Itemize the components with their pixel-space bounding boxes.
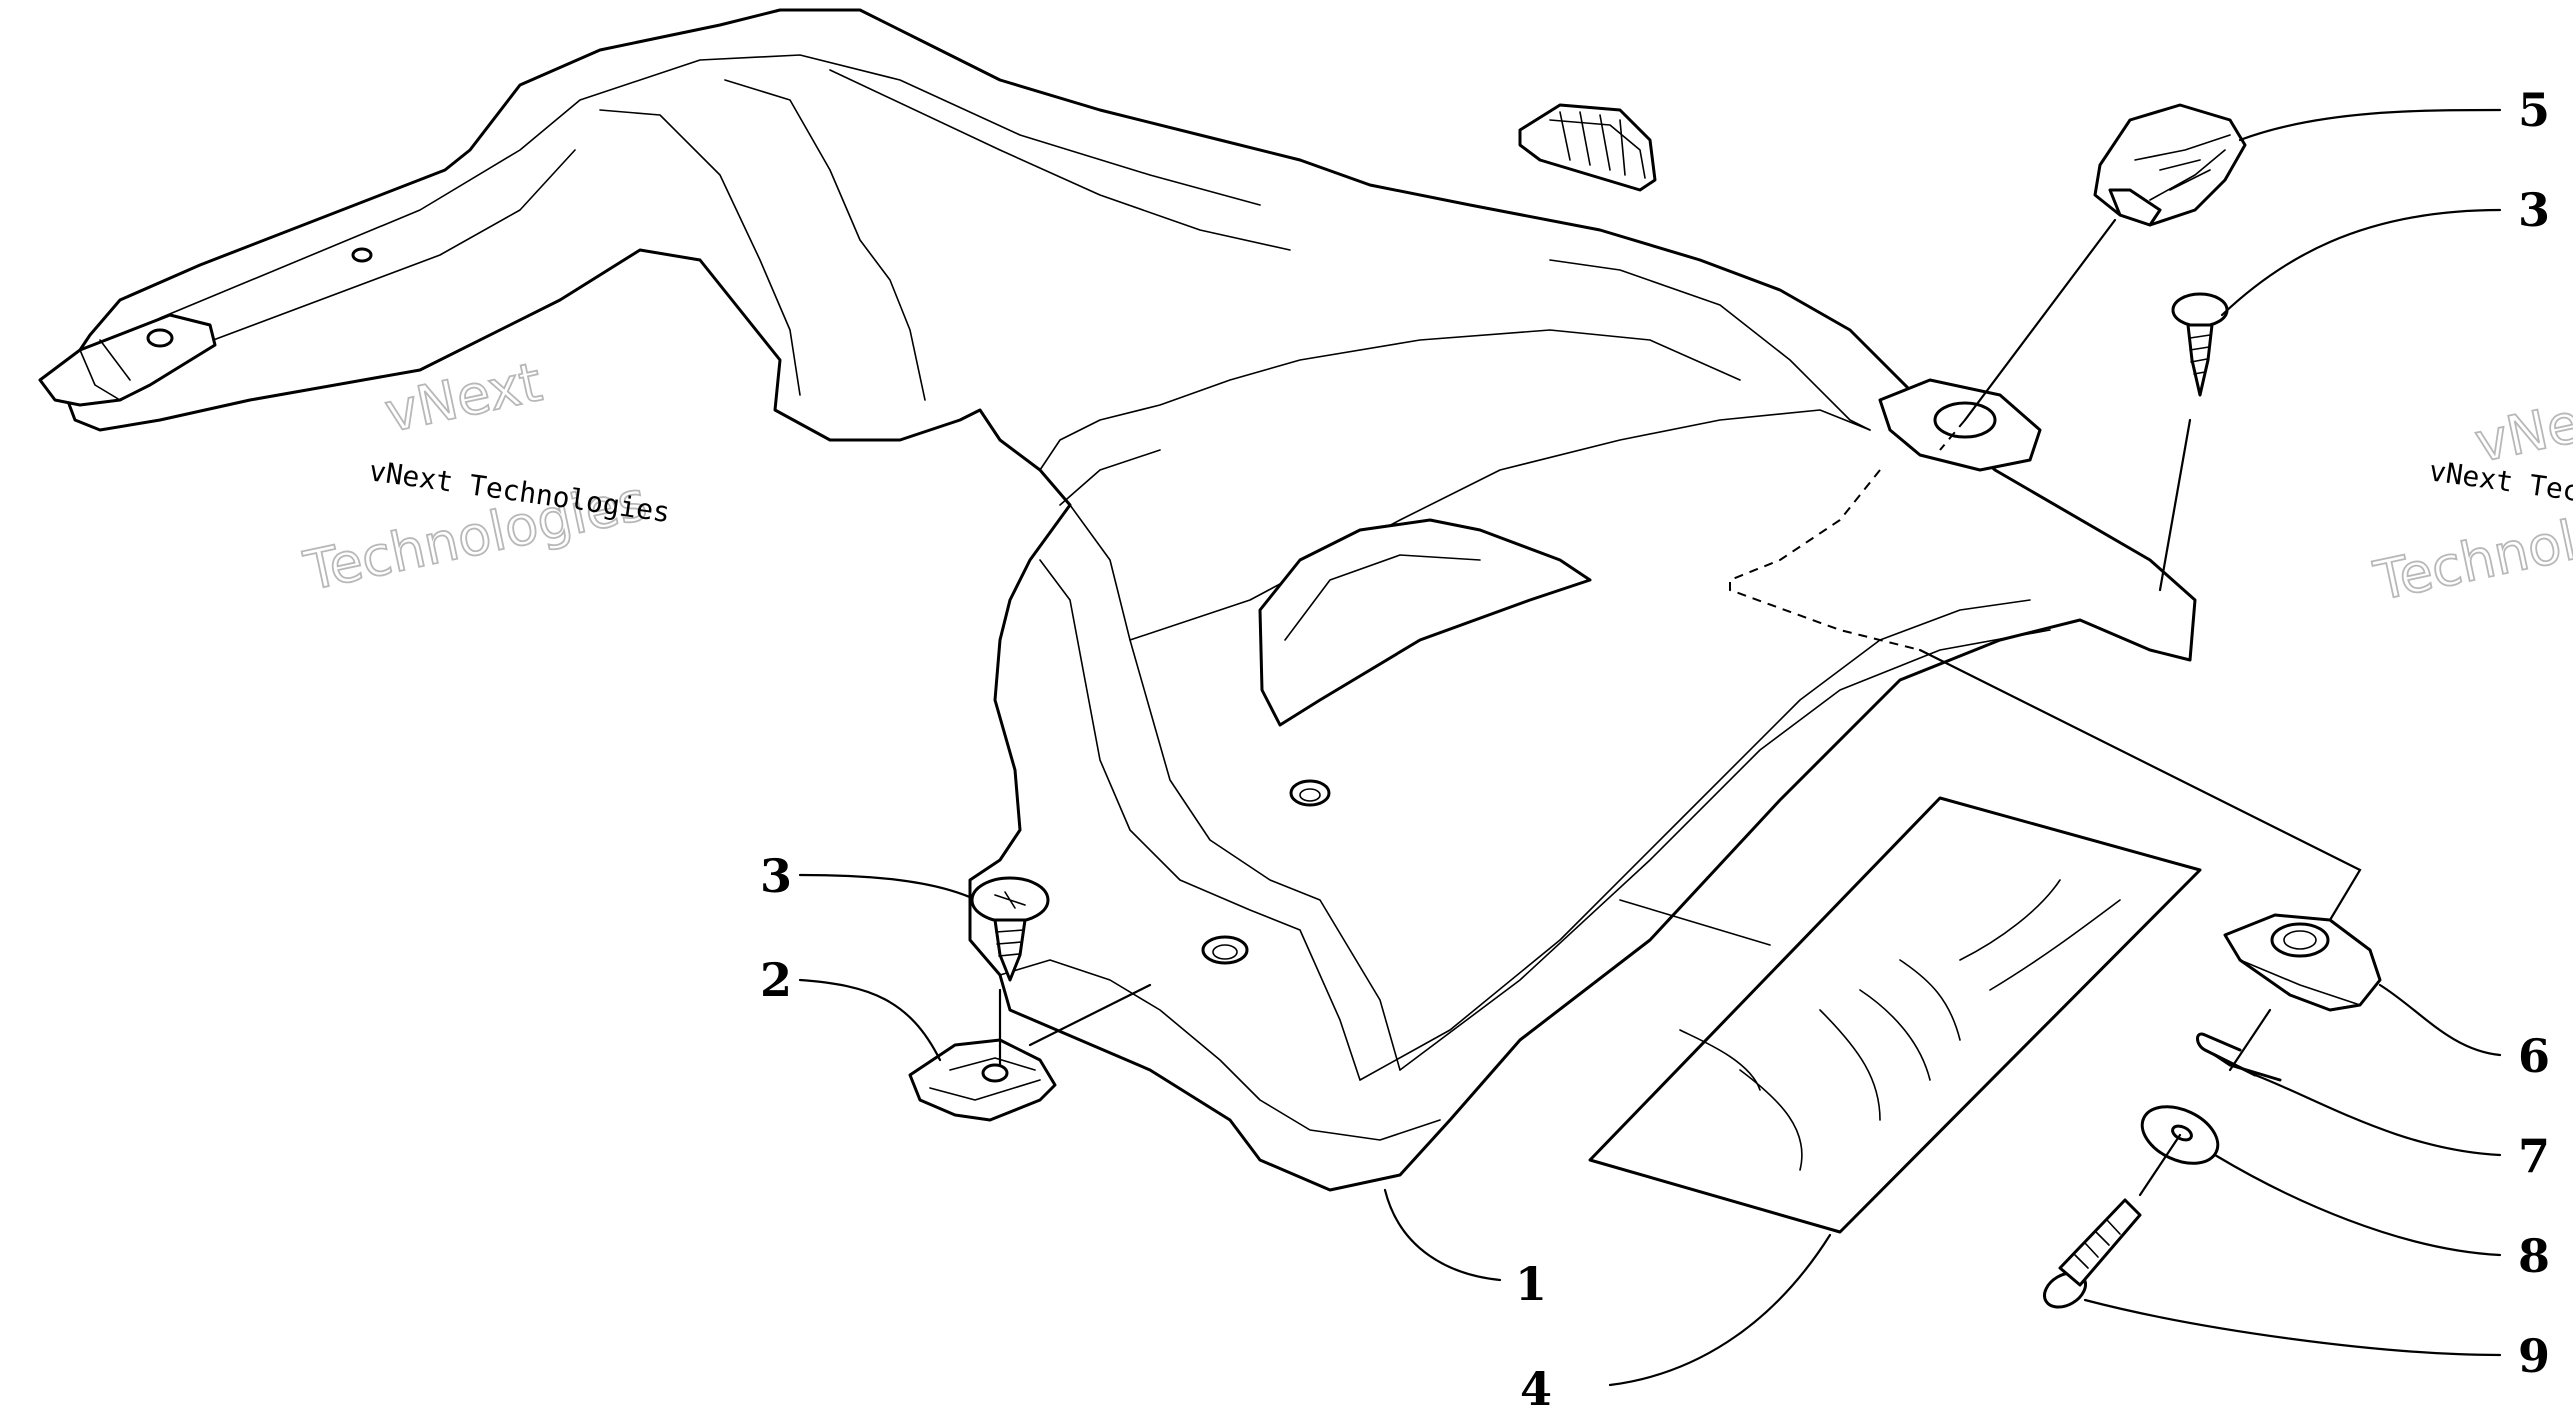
- callout-4: 4: [1520, 1362, 1552, 1416]
- callout-6: 6: [2518, 1029, 2550, 1083]
- callout-3-bottom: 3: [760, 849, 792, 903]
- watermark-left: vNext Technologies vNext Technologies: [298, 349, 672, 603]
- part-7-spring-clip: [2196, 1032, 2282, 1082]
- part-4-label-decal: [1588, 796, 2202, 1234]
- part-3-screw-bottom: [970, 876, 1050, 982]
- callout-1: 1: [1515, 1257, 1547, 1311]
- callout-leaders: [798, 108, 2502, 1387]
- part-6-spacer-nut: [2223, 913, 2382, 1012]
- part-5-grommet-cap: [2093, 103, 2247, 227]
- callout-5: 5: [2518, 83, 2550, 137]
- callout-8: 8: [2518, 1229, 2550, 1283]
- callout-2: 2: [760, 953, 792, 1007]
- assembly-dashed-lines: [1729, 419, 1966, 651]
- callout-7: 7: [2518, 1129, 2550, 1183]
- callout-labels: 5 3 3 2 1 4 6 7 8 9: [760, 83, 2550, 1416]
- part-1-cover-panel: [38, 8, 2197, 1192]
- callout-3-top: 3: [2518, 183, 2550, 237]
- watermark-big-line1: vNext: [2470, 380, 2573, 474]
- callout-9: 9: [2518, 1329, 2550, 1383]
- assembly-axis-lines: [998, 218, 2362, 1197]
- part-9-bolt: [2043, 1198, 2142, 1309]
- watermark-right: vNext Technologies vNext Technologies: [2368, 379, 2573, 613]
- part-3-screw-top: [2171, 292, 2229, 397]
- part-2-clip-nut: [908, 1038, 1057, 1122]
